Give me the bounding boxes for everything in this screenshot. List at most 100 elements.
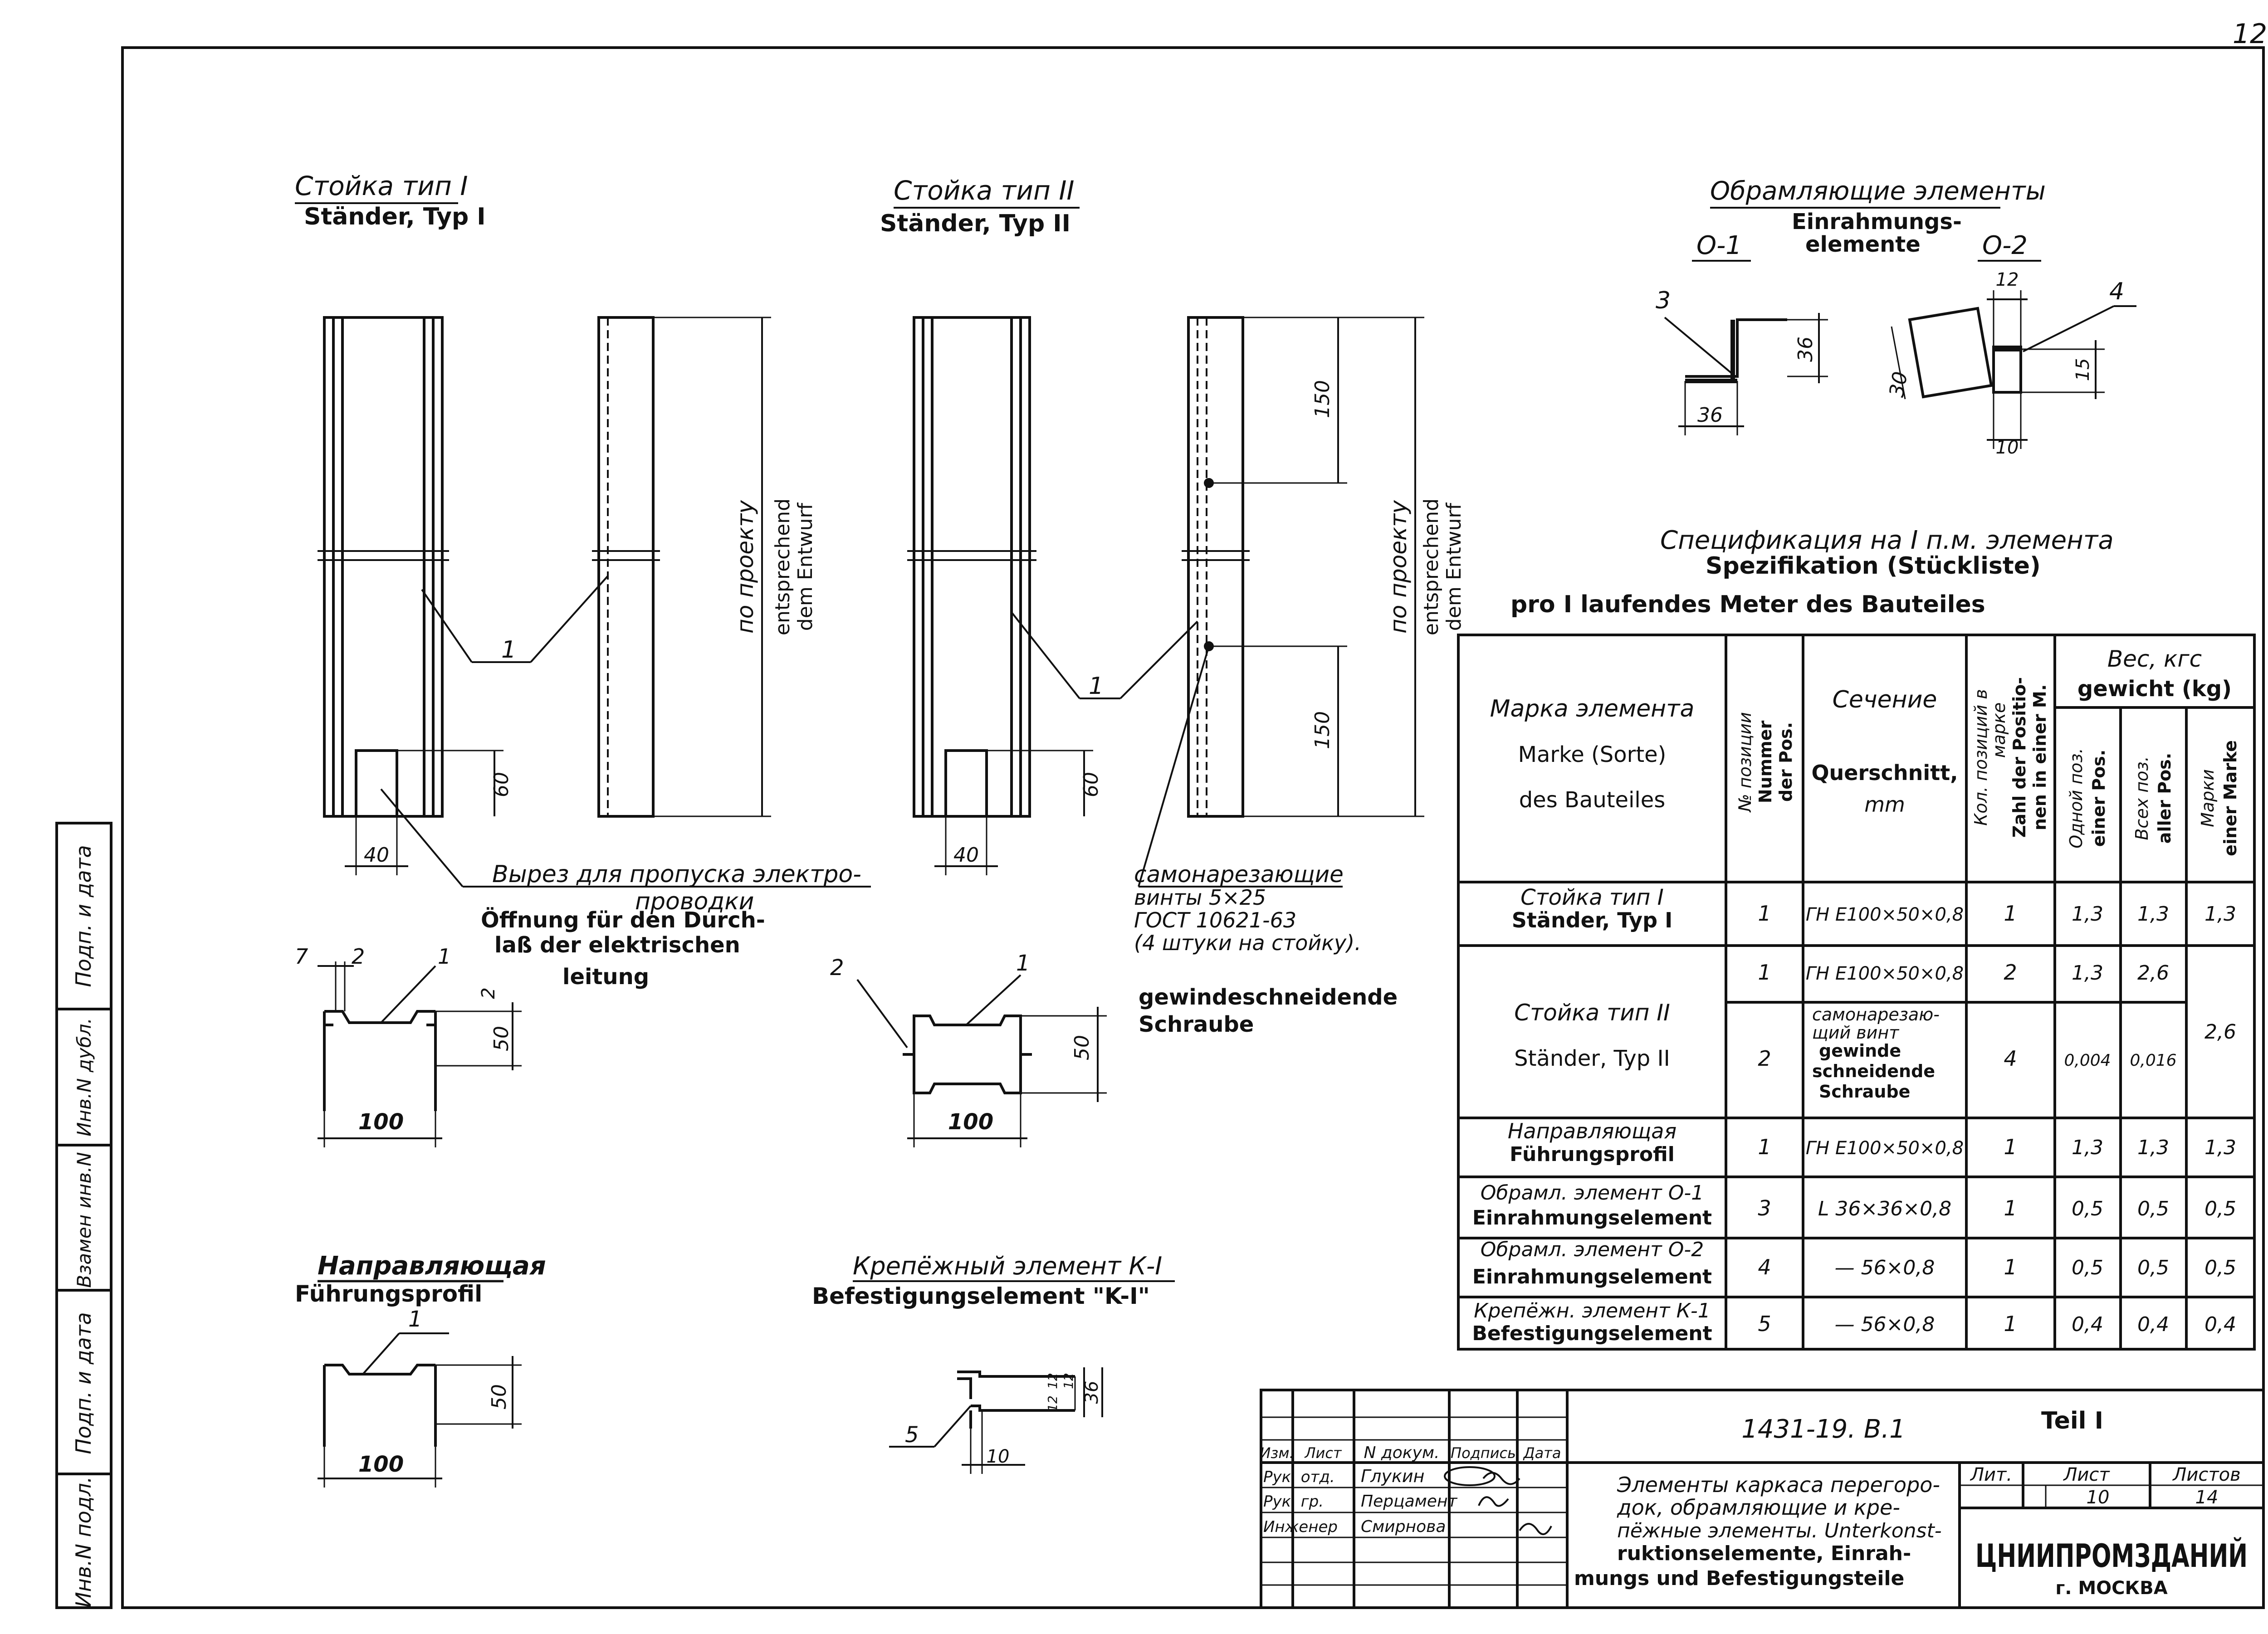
- cutout-note-ru-2: проводки: [635, 888, 754, 915]
- row2-qty: 4: [2004, 1046, 2017, 1071]
- stand-2-cut-height: 60: [1080, 772, 1103, 797]
- row0-pos: 1: [1758, 901, 1771, 926]
- row3-mark-de: Führungsprofil: [1510, 1143, 1675, 1166]
- hdr-pos-ru: № позиции: [1735, 712, 1755, 813]
- col-hdr-list: Лист: [1304, 1444, 1342, 1462]
- screw-note-ru-1: самонарезающие: [1134, 861, 1344, 888]
- row3-w3: 1,3: [2204, 1136, 2236, 1159]
- framing-elements: Обрамляющие элементы Einrahmungs- elemen…: [1656, 176, 2136, 458]
- row4-section: L 36×36×0,8: [1818, 1197, 1951, 1220]
- stand-type-2: Стойка тип II Ständer, Typ II: [830, 175, 1466, 1147]
- sheets-label: Листов: [2172, 1464, 2240, 1485]
- fastener-d2: 12: [1061, 1373, 1076, 1389]
- screw-note-de-1: gewindeschneidende: [1139, 985, 1398, 1010]
- hdr-w2-ru: Всех поз.: [2132, 756, 2152, 840]
- col-hdr-sign: Подпись: [1451, 1444, 1516, 1462]
- fastener-pos: 5: [905, 1422, 919, 1448]
- row6-w3: 0,4: [2204, 1313, 2236, 1336]
- fastener-k1: Крепёжный элемент К-I Befestigungselemen…: [812, 1252, 1175, 1474]
- spec-title-ru: Спецификация на I п.м. элемента: [1660, 526, 2114, 555]
- o2-pos: 4: [2109, 278, 2124, 305]
- row3-mark-ru: Направляющая: [1508, 1119, 1677, 1143]
- row1-mark-ru: Стойка тип II: [1514, 1000, 1670, 1026]
- hdr-w1-ru: Одной поз.: [2066, 748, 2086, 848]
- row2-section-1: самонарезаю-: [1812, 1005, 1940, 1024]
- stand-1-length-de-1: entsprechend: [771, 498, 794, 635]
- row3-section: ГН Е100×50×0,8: [1806, 1138, 1964, 1159]
- sheet-label: Лист: [2063, 1464, 2110, 1485]
- stand-2-dim-b: 150: [1311, 711, 1334, 749]
- row3-qty: 1: [2004, 1135, 2017, 1159]
- row5-qty: 1: [2004, 1255, 2017, 1279]
- framing-title-ru: Обрамляющие элементы: [1710, 176, 2046, 206]
- stand-2-length-de-1: entsprechend: [1420, 498, 1443, 635]
- stamp-label-inv-orig: Инв.N подл.: [71, 1476, 96, 1607]
- specification: Спецификация на I п.м. элемента Spezifik…: [1457, 526, 2256, 1351]
- row1-w3: 2,6: [2204, 1020, 2236, 1044]
- hdr-qty-ru-1: Кол. позиций в: [1971, 689, 1991, 825]
- row5-mark-ru: Обрамл. элемент О-2: [1481, 1238, 1704, 1261]
- hdr-mark-de-1: Marke (Sorte): [1518, 742, 1667, 767]
- cutout-note-de-1: Öffnung für den Durch-: [481, 907, 765, 933]
- col-hdr-doc: N докум.: [1364, 1444, 1440, 1462]
- o1-height: 36: [1794, 337, 1817, 362]
- section-2-pos-b: 1: [1016, 951, 1030, 976]
- framing-title-de-1: Einrahmungs-: [1792, 209, 1962, 234]
- screw-note-ru-4: (4 штуки на стойку).: [1134, 931, 1361, 955]
- row3-w2: 1,3: [2137, 1136, 2169, 1159]
- row0-w2: 1,3: [2137, 902, 2169, 926]
- sheet-no: 10: [2087, 1487, 2110, 1508]
- row4-qty: 1: [2004, 1196, 2017, 1220]
- guide-title-ru: Направляющая: [318, 1251, 546, 1281]
- row4-w1: 0,5: [2072, 1197, 2103, 1220]
- spec-table-grid: [1457, 634, 2256, 1351]
- row3-w1: 1,3: [2072, 1136, 2103, 1159]
- row6-section: — 56×0,8: [1835, 1313, 1935, 1336]
- o2-bottom: 10: [1996, 437, 2019, 458]
- row4-mark-de: Einrahmungselement: [1472, 1206, 1712, 1229]
- hdr-w2-de: aller Pos.: [2155, 753, 2175, 844]
- row4-pos: 3: [1758, 1196, 1771, 1220]
- person-0-role: Рук. отд.: [1263, 1468, 1335, 1486]
- hdr-w3-de: einer Marke: [2220, 740, 2240, 856]
- cutout-note-ru: Вырез для пропуска электро-: [492, 861, 861, 888]
- guide-w: 100: [358, 1452, 404, 1477]
- o1-width: 36: [1697, 404, 1723, 427]
- row6-mark-de: Befestigungselement: [1472, 1322, 1712, 1345]
- hdr-qty-de-2: nen in einer M.: [2030, 684, 2050, 830]
- stand-1-length-de-2: dem Entwurf: [794, 502, 817, 631]
- row5-w3: 0,5: [2204, 1256, 2236, 1279]
- row2-w2: 0,016: [2130, 1051, 2176, 1070]
- section-1-h: 50: [490, 1026, 513, 1051]
- section-2-pos-a: 2: [830, 955, 844, 980]
- page-number: 12: [2233, 18, 2267, 50]
- o2-top: 12: [1996, 269, 2019, 290]
- sheets-total: 14: [2195, 1487, 2219, 1508]
- stand-2-dim-a: 150: [1311, 380, 1334, 418]
- person-1-name: Перцамент: [1361, 1492, 1457, 1511]
- desc-line-4: ruktionselemente, Einrah-: [1617, 1542, 1911, 1565]
- spec-title-de-2: pro I laufendes Meter des Bauteiles: [1510, 591, 1985, 618]
- screw-note-ru-3: ГОСТ 10621-63: [1134, 908, 1296, 932]
- hdr-pos-de-2: der Pos.: [1776, 722, 1796, 802]
- stand-1-length-ru: по проекту: [732, 500, 758, 634]
- desc-line-2: док, обрамляющие и кре-: [1617, 1495, 1900, 1520]
- stand-type-1: Стойка тип I Ständer, Typ I: [295, 171, 871, 1147]
- framing-o2-label: О-2: [1982, 231, 2028, 260]
- row1-w2: 2,6: [2137, 961, 2169, 985]
- section-2-h: 50: [1070, 1035, 1094, 1060]
- row2-section-5: Schraube: [1819, 1082, 1910, 1102]
- row1-section: ГН Е100×50×0,8: [1806, 963, 1964, 984]
- row0-mark-ru: Стойка тип I: [1520, 885, 1664, 910]
- hdr-section-de-1: Querschnitt,: [1811, 761, 1958, 785]
- fastener-d1: 12: [1045, 1373, 1060, 1389]
- section-1-d2: 2: [352, 944, 365, 969]
- hdr-weight-de: gewicht (kg): [2077, 676, 2232, 702]
- stand-1-cut-width: 40: [364, 844, 389, 867]
- o1-pos: 3: [1656, 287, 1671, 314]
- row5-pos: 4: [1758, 1255, 1771, 1279]
- section-1-d1: 7: [295, 944, 308, 969]
- doc-part: Teil I: [2041, 1407, 2103, 1434]
- col-hdr-date: Дата: [1523, 1444, 1561, 1462]
